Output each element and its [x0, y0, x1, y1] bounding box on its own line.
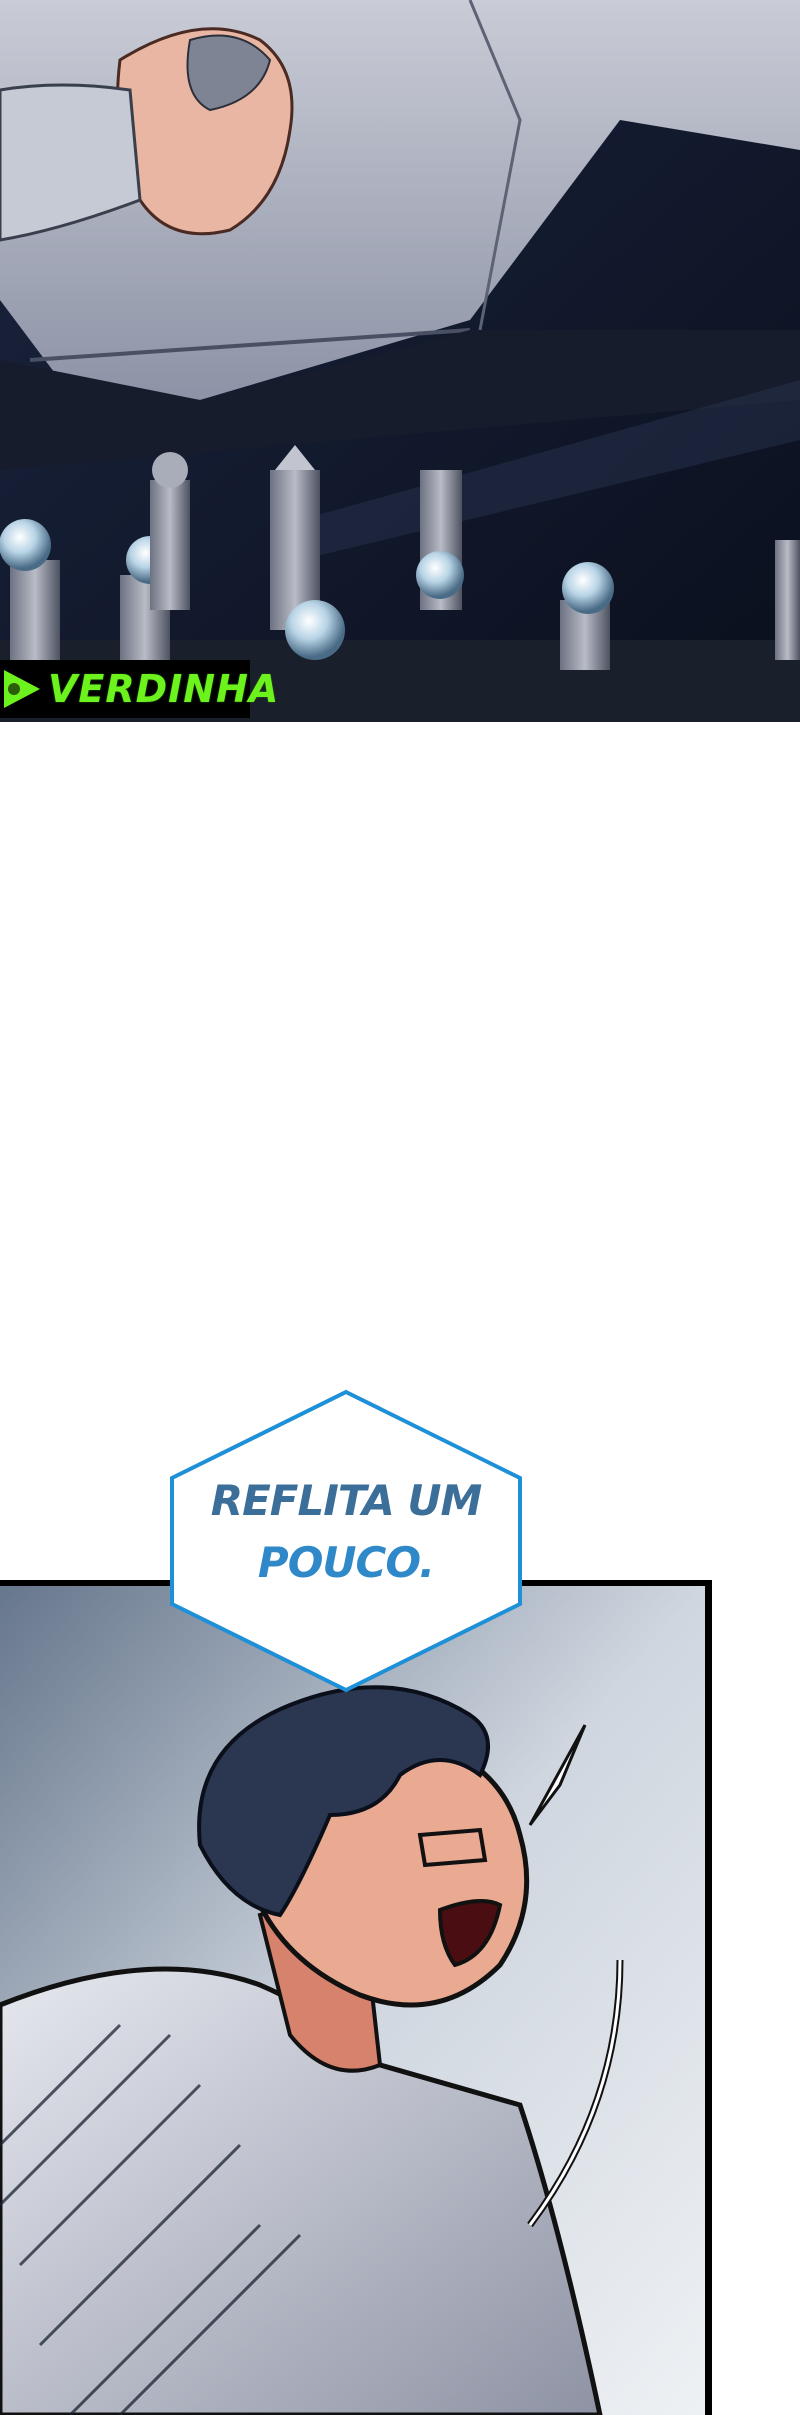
chess-pieces — [0, 445, 800, 670]
speech-line-2: POUCO. — [257, 1538, 435, 1587]
man-hair — [197, 1685, 490, 1918]
watermark-label: VERDINHA — [48, 667, 280, 711]
verdinha-watermark: VERDINHA — [0, 660, 278, 718]
bottom-comic-panel — [0, 1585, 706, 2415]
top-panel-illustration — [0, 0, 800, 722]
speech-bubble — [170, 1389, 522, 1693]
top-comic-panel: VERDINHA — [0, 0, 800, 722]
glasses — [417, 1827, 488, 1868]
speech-line-1: REFLITA UM — [210, 1476, 483, 1525]
speech-bubble-text: REFLITA UM POUCO. — [168, 1470, 524, 1594]
play-triangle-icon — [4, 670, 40, 708]
bottom-panel-illustration — [0, 1585, 706, 2415]
bottom-panel-border — [0, 1580, 712, 2415]
motion-lines — [0, 2023, 302, 2415]
shock-mark — [528, 1724, 587, 1826]
